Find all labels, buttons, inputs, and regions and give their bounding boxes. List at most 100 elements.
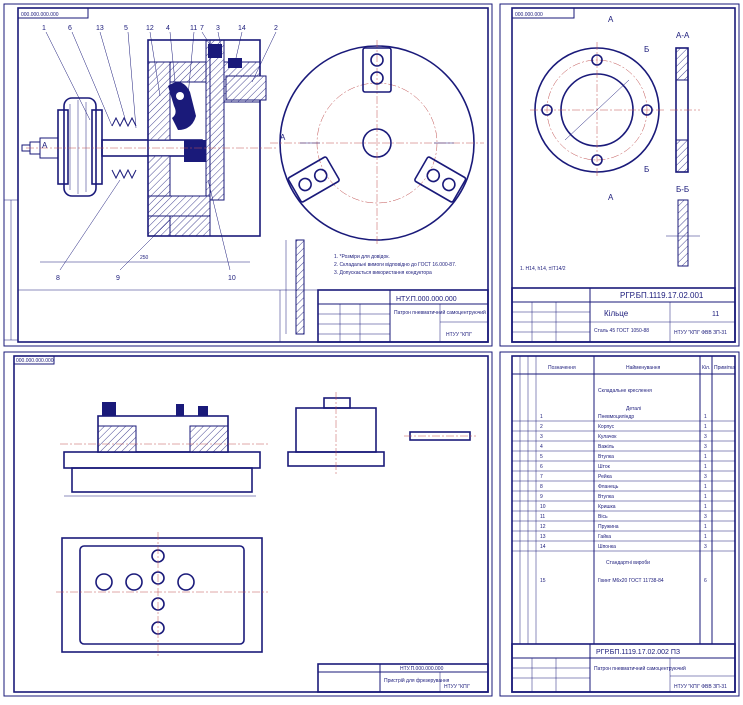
- col-header-note: Примітка: [714, 365, 735, 371]
- spec-row-name: Шпонка: [598, 544, 616, 550]
- view-label-a: A: [42, 141, 48, 150]
- spec-row-pos: 1: [540, 414, 543, 420]
- svg-text:А: А: [608, 15, 614, 24]
- svg-text:A: A: [280, 133, 286, 142]
- spec-row-qty: 1: [704, 534, 707, 540]
- ring-section-bb: Б-Б: [666, 185, 700, 267]
- spec-row-pos: 10: [540, 504, 546, 510]
- title-name: Патрон пневматичний самоцентруючий: [394, 309, 486, 316]
- title-org: НТУУ "КПІ": [446, 332, 472, 338]
- fixture-top-view: [56, 532, 268, 658]
- sheet-frame: [17, 7, 489, 343]
- spec-row-qty: 1: [704, 504, 707, 510]
- pneumatic-cylinder: [21, 97, 103, 197]
- col-header-designation: Позначення: [548, 365, 576, 371]
- ring-note: 1. H14, h14, ±IT14/2: [520, 266, 566, 272]
- title-org: НТУУ "КПІ" ФВВ ЗП-31: [674, 330, 727, 336]
- callout-11: 11: [190, 25, 197, 32]
- spec-row-name: Кулачок: [598, 434, 617, 440]
- col-header-qty: Кіл.: [702, 365, 710, 371]
- material: Сталь 45 ГОСТ 1050-88: [594, 328, 649, 334]
- spec-row-qty: 1: [704, 454, 707, 460]
- sheet-ring: 000.000.000 А А Б Б А-А: [499, 3, 740, 347]
- part-sketch: [404, 431, 476, 441]
- spec-row-pos: 5: [540, 454, 543, 460]
- title-code: РГР.БП.1119.17.02.002 ПЗ: [596, 649, 680, 656]
- mass: 11: [712, 311, 719, 318]
- title-block: НТУ.П.000.000.000 Пристрій для фрезерува…: [317, 663, 489, 693]
- std-row-qty: 6: [704, 578, 707, 584]
- callout-4: 4: [166, 25, 170, 32]
- callout-1: 1: [42, 25, 46, 32]
- title-code: РГР.БП.1119.17.02.001: [620, 291, 704, 300]
- sheet-assembly-top: 000.000.000.000: [3, 3, 493, 347]
- col-header-name: Найменування: [626, 364, 661, 371]
- title-name: Кільце: [604, 309, 629, 318]
- section-std: Стандартні вироби: [606, 560, 650, 566]
- svg-text:000.000.000.000: 000.000.000.000: [16, 358, 54, 364]
- callout-3: 3: [216, 25, 220, 32]
- sheet-border: [3, 351, 493, 697]
- spec-row-qty: 1: [704, 494, 707, 500]
- spec-row-qty: 3: [704, 474, 707, 480]
- spec-row-qty: 1: [704, 464, 707, 470]
- chuck-housing: [147, 39, 261, 237]
- svg-text:000.000.000: 000.000.000: [515, 12, 543, 18]
- spec-row-name: Фланець: [598, 484, 619, 490]
- title-org: НТУУ "КПІ": [444, 684, 470, 690]
- callout-5: 5: [124, 25, 128, 32]
- spec-row-qty: 3: [704, 544, 707, 550]
- spec-row-qty: 1: [704, 484, 707, 490]
- ring-section-aa: А-А: [670, 31, 700, 173]
- spec-row-pos: 13: [540, 534, 546, 540]
- spec-row-qty: 3: [704, 434, 707, 440]
- title-code: НТУ.П.000.000.000: [400, 666, 444, 672]
- spec-row-pos: 3: [540, 434, 543, 440]
- spec-row-qty: 3: [704, 514, 707, 520]
- corner-stamp: [13, 355, 55, 365]
- callout-12: 12: [146, 25, 154, 32]
- spec-row-pos: 6: [540, 464, 543, 470]
- std-row-pos: 15: [540, 578, 546, 584]
- title-block: РГР.БП.1119.17.02.001 Кільце Сталь 45 ГО…: [511, 287, 736, 343]
- spec-row-name: Рейка: [598, 473, 612, 480]
- spec-row-qty: 3: [704, 444, 707, 450]
- svg-text:А-А: А-А: [676, 31, 690, 40]
- title-name: Пристрій для фрезерування: [384, 677, 450, 684]
- sheet-assembly-bottom: 000.000.000.000: [3, 351, 493, 697]
- spec-row-qty: 1: [704, 424, 707, 430]
- callout-2: 2: [274, 25, 278, 32]
- spec-row-pos: 14: [540, 544, 546, 550]
- callout-14: 14: [238, 25, 246, 32]
- sheet-frame: [13, 355, 489, 693]
- spring: [111, 116, 137, 128]
- jaw-left: [287, 156, 340, 203]
- jaw-right: [414, 156, 467, 203]
- title-name: Патрон пневматичний самоцентруючий: [594, 665, 686, 672]
- corner-stamp-text: 000.000.000.000: [21, 12, 59, 18]
- sheet-border: [499, 351, 740, 697]
- svg-text:А: А: [608, 193, 614, 202]
- spec-row-name: Кришка: [598, 504, 616, 510]
- callout-13: 13: [96, 25, 104, 32]
- spec-row-pos: 7: [540, 474, 543, 480]
- callout-8: 8: [56, 275, 60, 282]
- svg-text:Б: Б: [644, 165, 649, 174]
- spec-row-name: Гайка: [598, 533, 611, 540]
- spec-row-pos: 9: [540, 494, 543, 500]
- jaw: [225, 75, 267, 101]
- std-row-name: Гвинт М6х20 ГОСТ 11738-84: [598, 578, 664, 584]
- svg-text:2. Складальні вимоги відповідн: 2. Складальні вимоги відповідно до ГОСТ …: [334, 262, 456, 268]
- svg-text:1. *Розміри для довідок.: 1. *Розміри для довідок.: [334, 254, 390, 260]
- callout-7: 7: [200, 25, 204, 32]
- dimension-250: 250: [140, 255, 149, 261]
- spec-row-pos: 8: [540, 484, 543, 490]
- svg-text:Б-Б: Б-Б: [676, 185, 689, 194]
- sheet-border: [3, 3, 493, 347]
- sheet-border: [499, 3, 740, 347]
- spec-row-pos: 4: [540, 444, 543, 450]
- spec-row-pos: 11: [540, 514, 545, 520]
- technical-notes: 1. *Розміри для довідок. 2. Складальні в…: [334, 254, 456, 276]
